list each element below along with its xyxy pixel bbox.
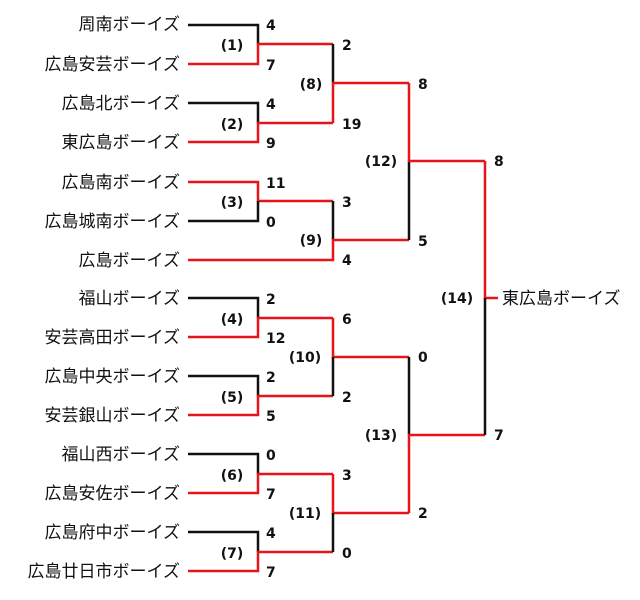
bracket-line xyxy=(188,394,333,417)
score: 5 xyxy=(266,409,276,425)
score: 7 xyxy=(494,428,504,444)
bracket-line xyxy=(188,121,333,144)
team-name: 広島安佐ボーイズ xyxy=(45,484,181,504)
score: 2 xyxy=(266,292,276,308)
team-name: 広島中央ボーイズ xyxy=(45,367,181,387)
score: 4 xyxy=(342,253,352,269)
match-label: (4) xyxy=(221,312,244,328)
bracket-line xyxy=(188,316,333,339)
score: 4 xyxy=(266,97,276,113)
team-name: 広島府中ボーイズ xyxy=(45,523,181,543)
team-name: 福山西ボーイズ xyxy=(62,445,181,465)
champion-name: 東広島ボーイズ xyxy=(502,289,621,309)
score: 7 xyxy=(266,487,276,503)
team-list: 周南ボーイズ 広島安芸ボーイズ 広島北ボーイズ 東広島ボーイズ 広島南ボーイズ … xyxy=(28,15,181,582)
match-labels: (1) (2) (3) (4) (5) (6) (7) (8) (9) (10)… xyxy=(221,38,473,562)
bracket-line xyxy=(188,374,260,396)
score: 4 xyxy=(266,526,276,542)
bracket-line xyxy=(407,83,485,163)
bracket-line xyxy=(188,42,333,66)
match-label: (12) xyxy=(365,154,397,170)
team-name: 広島廿日市ボーイズ xyxy=(28,562,181,582)
match-label: (7) xyxy=(221,546,244,562)
score: 11 xyxy=(266,176,285,192)
score: 7 xyxy=(266,565,276,581)
team-name: 周南ボーイズ xyxy=(79,15,181,35)
team-name: 安芸高田ボーイズ xyxy=(45,328,181,348)
match-label: (14) xyxy=(441,291,473,307)
bracket-line xyxy=(483,161,498,300)
bracket-line xyxy=(188,550,333,573)
bracket-line xyxy=(407,433,485,513)
score: 6 xyxy=(342,312,352,328)
match-label: (2) xyxy=(221,117,244,133)
team-name: 広島ボーイズ xyxy=(79,251,181,271)
score: 3 xyxy=(342,195,352,211)
score: 7 xyxy=(266,58,276,74)
bracket-line xyxy=(188,23,260,44)
match-label: (1) xyxy=(221,38,244,54)
score: 2 xyxy=(418,506,428,522)
score: 0 xyxy=(342,546,352,562)
score: 5 xyxy=(418,234,428,250)
score: 0 xyxy=(418,350,428,366)
match-label: (10) xyxy=(289,350,321,366)
score: 0 xyxy=(266,448,276,464)
score: 0 xyxy=(266,215,276,231)
match-label: (8) xyxy=(300,77,323,93)
scores: 4 7 4 9 11 0 2 12 2 5 0 7 4 7 2 19 3 4 6… xyxy=(266,18,504,581)
score: 9 xyxy=(266,136,276,152)
score: 8 xyxy=(418,77,428,93)
team-name: 広島南ボーイズ xyxy=(62,173,181,193)
bracket-lines xyxy=(188,23,498,573)
bracket-line xyxy=(331,81,409,123)
bracket-line xyxy=(188,452,260,474)
team-name: 安芸銀山ボーイズ xyxy=(45,406,181,426)
score: 8 xyxy=(494,154,504,170)
score: 3 xyxy=(342,468,352,484)
score: 19 xyxy=(342,117,361,133)
score: 2 xyxy=(342,38,352,54)
bracket-line xyxy=(188,238,409,262)
team-name: 福山ボーイズ xyxy=(79,289,181,309)
bracket-line xyxy=(188,201,260,223)
score: 4 xyxy=(266,18,276,34)
team-name: 広島城南ボーイズ xyxy=(45,212,181,232)
match-label: (5) xyxy=(221,390,244,406)
match-label: (3) xyxy=(221,195,244,211)
match-label: (13) xyxy=(365,428,397,444)
bracket-line xyxy=(188,101,260,123)
match-label: (11) xyxy=(289,506,321,522)
bracket-line xyxy=(188,530,260,552)
bracket-line xyxy=(188,296,260,318)
match-label: (9) xyxy=(300,233,323,249)
score: 12 xyxy=(266,331,285,347)
match-label: (6) xyxy=(221,468,244,484)
team-name: 広島北ボーイズ xyxy=(62,94,181,114)
team-name: 広島安芸ボーイズ xyxy=(45,55,181,75)
score: 2 xyxy=(266,370,276,386)
team-name: 東広島ボーイズ xyxy=(62,133,181,153)
bracket-line xyxy=(188,180,333,203)
bracket-line xyxy=(188,472,333,495)
score: 2 xyxy=(342,390,352,406)
